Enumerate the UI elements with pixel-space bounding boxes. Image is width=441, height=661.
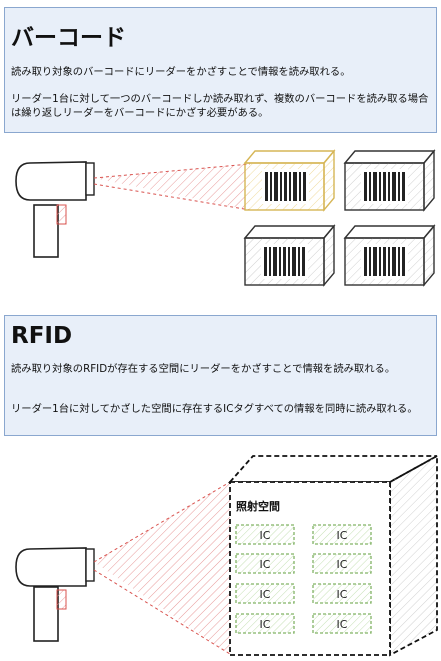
rfid-paragraph-1: 読み取り対象のRFIDが存在する空間にリーダーをかざすことで情報を読み取れる。 (11, 363, 396, 375)
barcode-package-selected (243, 149, 336, 212)
barcode-scanner-icon (15, 161, 95, 258)
irradiation-space-label: 照射空間 (236, 499, 280, 513)
ic-tag-label: IC (337, 588, 348, 601)
barcode-scan-beam (93, 163, 251, 211)
rfid-reader-icon (15, 547, 95, 642)
barcode-info-panel: バーコード 読み取り対象のバーコードにリーダーをかざすことで情報を読み取れる。 … (4, 7, 437, 133)
ic-tag-label: IC (337, 558, 348, 571)
barcode-package-3 (243, 224, 336, 287)
barcode-paragraph-2: リーダー1台に対して一つのバーコードしか読み取れず、複数のバーコードを読み取る場… (11, 93, 429, 119)
barcode-package-4 (343, 224, 436, 287)
barcode-title: バーコード (11, 25, 126, 51)
ic-tag-label: IC (260, 529, 271, 542)
ic-tag-label: IC (260, 588, 271, 601)
rfid-title: RFID (11, 323, 73, 349)
rfid-irradiation-beam (93, 481, 231, 655)
rfid-paragraph-2: リーダー1台に対してかざした空間に存在するICタグすべての情報を同時に読み取れる… (11, 403, 418, 415)
barcode-package-2 (343, 149, 436, 212)
rfid-info-panel: RFID 読み取り対象のRFIDが存在する空間にリーダーをかざすことで情報を読み… (4, 315, 437, 436)
ic-tag-label: IC (260, 558, 271, 571)
ic-tag-label: IC (337, 529, 348, 542)
ic-tag-label: IC (260, 618, 271, 631)
ic-tag-grid: IC IC IC IC IC IC IC IC (235, 524, 372, 634)
ic-tag-label: IC (337, 618, 348, 631)
barcode-paragraph-1: 読み取り対象のバーコードにリーダーをかざすことで情報を読み取れる。 (11, 66, 351, 78)
